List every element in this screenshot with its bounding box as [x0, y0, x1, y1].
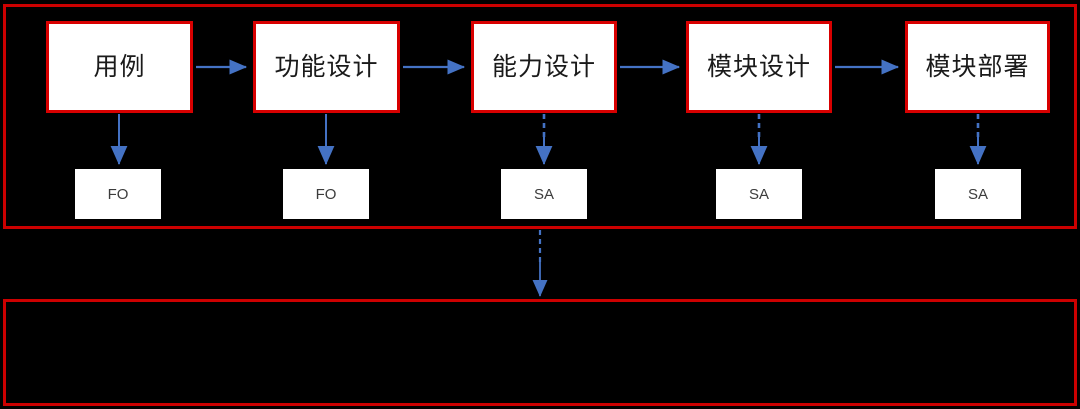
stage-box-1[interactable]: 用例: [46, 21, 193, 113]
stage-box-5[interactable]: 模块部署: [905, 21, 1050, 113]
artifact-label-2: FO: [315, 185, 337, 203]
artifact-label-3: SA: [533, 185, 554, 203]
stage-label-5: 模块部署: [925, 52, 1030, 81]
stage-box-4[interactable]: 模块设计: [686, 21, 832, 113]
artifact-box-4[interactable]: SA: [716, 169, 802, 219]
stage-label-3: 能力设计: [491, 52, 596, 81]
lower-section-container: [3, 299, 1077, 406]
upper-section-container: [3, 4, 1077, 229]
stage-label-1: 用例: [93, 52, 146, 81]
artifact-label-1: FO: [107, 185, 129, 203]
stage-box-2[interactable]: 功能设计: [253, 21, 400, 113]
artifact-label-4: SA: [748, 185, 769, 203]
artifact-box-5[interactable]: SA: [935, 169, 1021, 219]
artifact-label-5: SA: [967, 185, 988, 203]
artifact-box-2[interactable]: FO: [283, 169, 369, 219]
stage-box-3[interactable]: 能力设计: [471, 21, 617, 113]
artifact-box-3[interactable]: SA: [501, 169, 587, 219]
artifact-box-1[interactable]: FO: [75, 169, 161, 219]
stage-label-2: 功能设计: [274, 52, 379, 81]
stage-label-4: 模块设计: [706, 52, 811, 81]
